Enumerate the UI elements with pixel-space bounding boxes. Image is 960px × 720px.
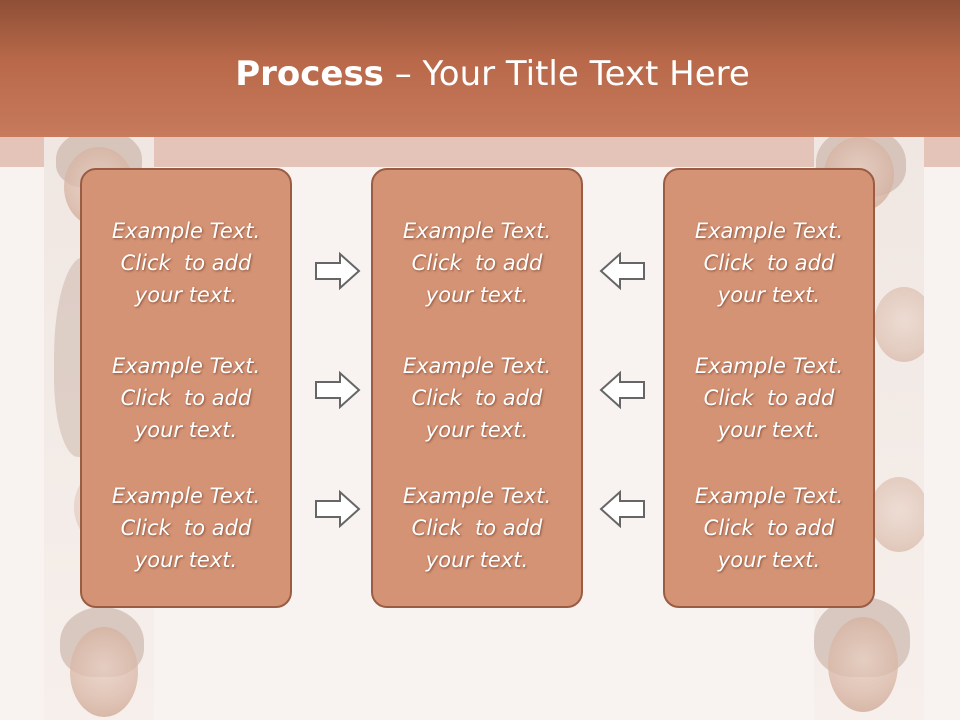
text-line: Click to add bbox=[411, 386, 543, 410]
text-line: Example Text. bbox=[694, 219, 844, 243]
column-box-center[interactable]: Example Text. Click to add your text. Ex… bbox=[371, 168, 583, 608]
title-bar bbox=[0, 0, 960, 137]
text-line: your text. bbox=[717, 548, 821, 572]
text-line: Click to add bbox=[120, 251, 252, 275]
title-rest: – Your Title Text Here bbox=[383, 54, 750, 94]
text-line: your text. bbox=[134, 418, 238, 442]
person-photo bbox=[874, 287, 924, 362]
text-placeholder[interactable]: Example Text. Click to add your text. bbox=[82, 350, 290, 446]
text-line: Example Text. bbox=[111, 219, 261, 243]
column-box-right[interactable]: Example Text. Click to add your text. Ex… bbox=[663, 168, 875, 608]
text-line: Click to add bbox=[703, 386, 835, 410]
column-box-left[interactable]: Example Text. Click to add your text. Ex… bbox=[80, 168, 292, 608]
text-line: your text. bbox=[425, 283, 529, 307]
arrow-right-icon bbox=[314, 489, 362, 529]
title-band bbox=[0, 137, 960, 167]
text-placeholder[interactable]: Example Text. Click to add your text. bbox=[373, 350, 581, 446]
text-placeholder[interactable]: Example Text. Click to add your text. bbox=[373, 215, 581, 311]
slide-title[interactable]: Process – Your Title Text Here bbox=[0, 52, 960, 96]
text-line: your text. bbox=[134, 548, 238, 572]
text-line: your text. bbox=[425, 548, 529, 572]
text-line: Click to add bbox=[411, 516, 543, 540]
text-line: Example Text. bbox=[694, 354, 844, 378]
person-photo bbox=[828, 617, 898, 712]
text-line: Example Text. bbox=[402, 354, 552, 378]
text-line: your text. bbox=[717, 418, 821, 442]
text-line: Example Text. bbox=[402, 484, 552, 508]
text-placeholder[interactable]: Example Text. Click to add your text. bbox=[82, 480, 290, 576]
text-line: your text. bbox=[134, 283, 238, 307]
arrow-right-icon bbox=[314, 370, 362, 410]
text-line: Example Text. bbox=[111, 484, 261, 508]
arrow-left-icon bbox=[598, 370, 646, 410]
text-line: Click to add bbox=[703, 251, 835, 275]
person-photo bbox=[70, 627, 138, 717]
text-line: your text. bbox=[717, 283, 821, 307]
text-line: your text. bbox=[425, 418, 529, 442]
person-photo bbox=[869, 477, 924, 552]
text-placeholder[interactable]: Example Text. Click to add your text. bbox=[373, 480, 581, 576]
text-placeholder[interactable]: Example Text. Click to add your text. bbox=[665, 480, 873, 576]
text-line: Example Text. bbox=[402, 219, 552, 243]
text-placeholder[interactable]: Example Text. Click to add your text. bbox=[665, 215, 873, 311]
text-line: Click to add bbox=[703, 516, 835, 540]
title-bold: Process bbox=[235, 54, 384, 94]
text-line: Click to add bbox=[120, 516, 252, 540]
arrow-left-icon bbox=[598, 489, 646, 529]
text-line: Click to add bbox=[120, 386, 252, 410]
text-line: Click to add bbox=[411, 251, 543, 275]
text-placeholder[interactable]: Example Text. Click to add your text. bbox=[82, 215, 290, 311]
text-placeholder[interactable]: Example Text. Click to add your text. bbox=[665, 350, 873, 446]
arrow-right-icon bbox=[314, 251, 362, 291]
text-line: Example Text. bbox=[111, 354, 261, 378]
arrow-left-icon bbox=[598, 251, 646, 291]
text-line: Example Text. bbox=[694, 484, 844, 508]
